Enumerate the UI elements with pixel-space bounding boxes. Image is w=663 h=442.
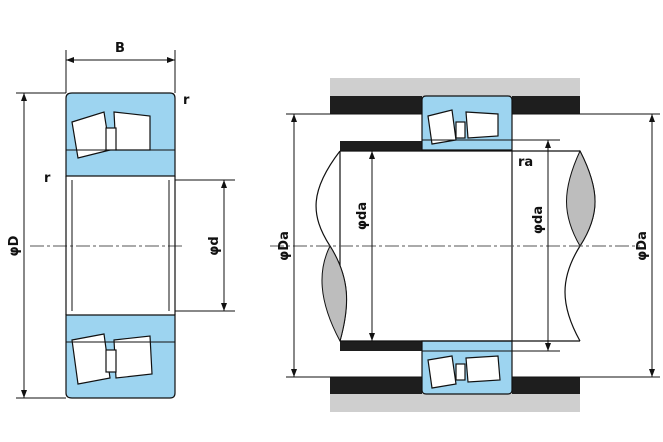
housing-ring-bottom-right — [512, 377, 580, 394]
mounted-roller-top-left — [427, 109, 457, 145]
label-ra: ra — [518, 155, 533, 170]
shaft-ring-top — [340, 141, 422, 151]
bearing-section: B r r φD φd — [7, 41, 235, 399]
mounted-bearing-bottom — [421, 340, 513, 395]
label-b: B — [115, 41, 125, 56]
housing-bottom — [330, 394, 580, 412]
mounting-section: φDa φda ra φda φDa — [270, 78, 660, 412]
label-bore-dia: φd — [207, 236, 222, 255]
mounted-roller-top-right — [465, 111, 499, 139]
housing-ring-bottom-left — [330, 377, 422, 394]
mounted-bearing-top — [421, 95, 513, 151]
label-shaft-dia-left: φda — [355, 202, 370, 230]
shaft-ring-bottom — [340, 341, 422, 351]
label-outer-dia: φD — [7, 235, 22, 256]
cage-bottom — [105, 349, 117, 373]
bearing-bottom-section — [65, 314, 176, 399]
mounted-cage-top — [455, 121, 466, 139]
shaft-break-left-shade — [321, 244, 347, 343]
label-r-top: r — [183, 93, 190, 108]
label-shaft-dia-right: φda — [531, 206, 546, 234]
bearing-top-section — [65, 92, 176, 177]
label-housing-dia-right: φDa — [635, 231, 650, 261]
housing-top — [330, 78, 580, 96]
label-r-left: r — [44, 171, 51, 186]
housing-ring-top-left — [330, 96, 422, 114]
cage-top — [105, 127, 117, 151]
mounted-cage-bottom — [455, 363, 466, 381]
label-housing-dia-left: φDa — [277, 231, 292, 261]
roller-bottom-left — [71, 333, 111, 385]
mounted-roller-bottom-right — [465, 355, 501, 383]
housing-ring-top-right — [512, 96, 580, 114]
mounted-roller-bottom-left — [427, 355, 457, 389]
shaft-break-right-shade — [566, 149, 596, 247]
roller-top-right — [113, 111, 151, 151]
